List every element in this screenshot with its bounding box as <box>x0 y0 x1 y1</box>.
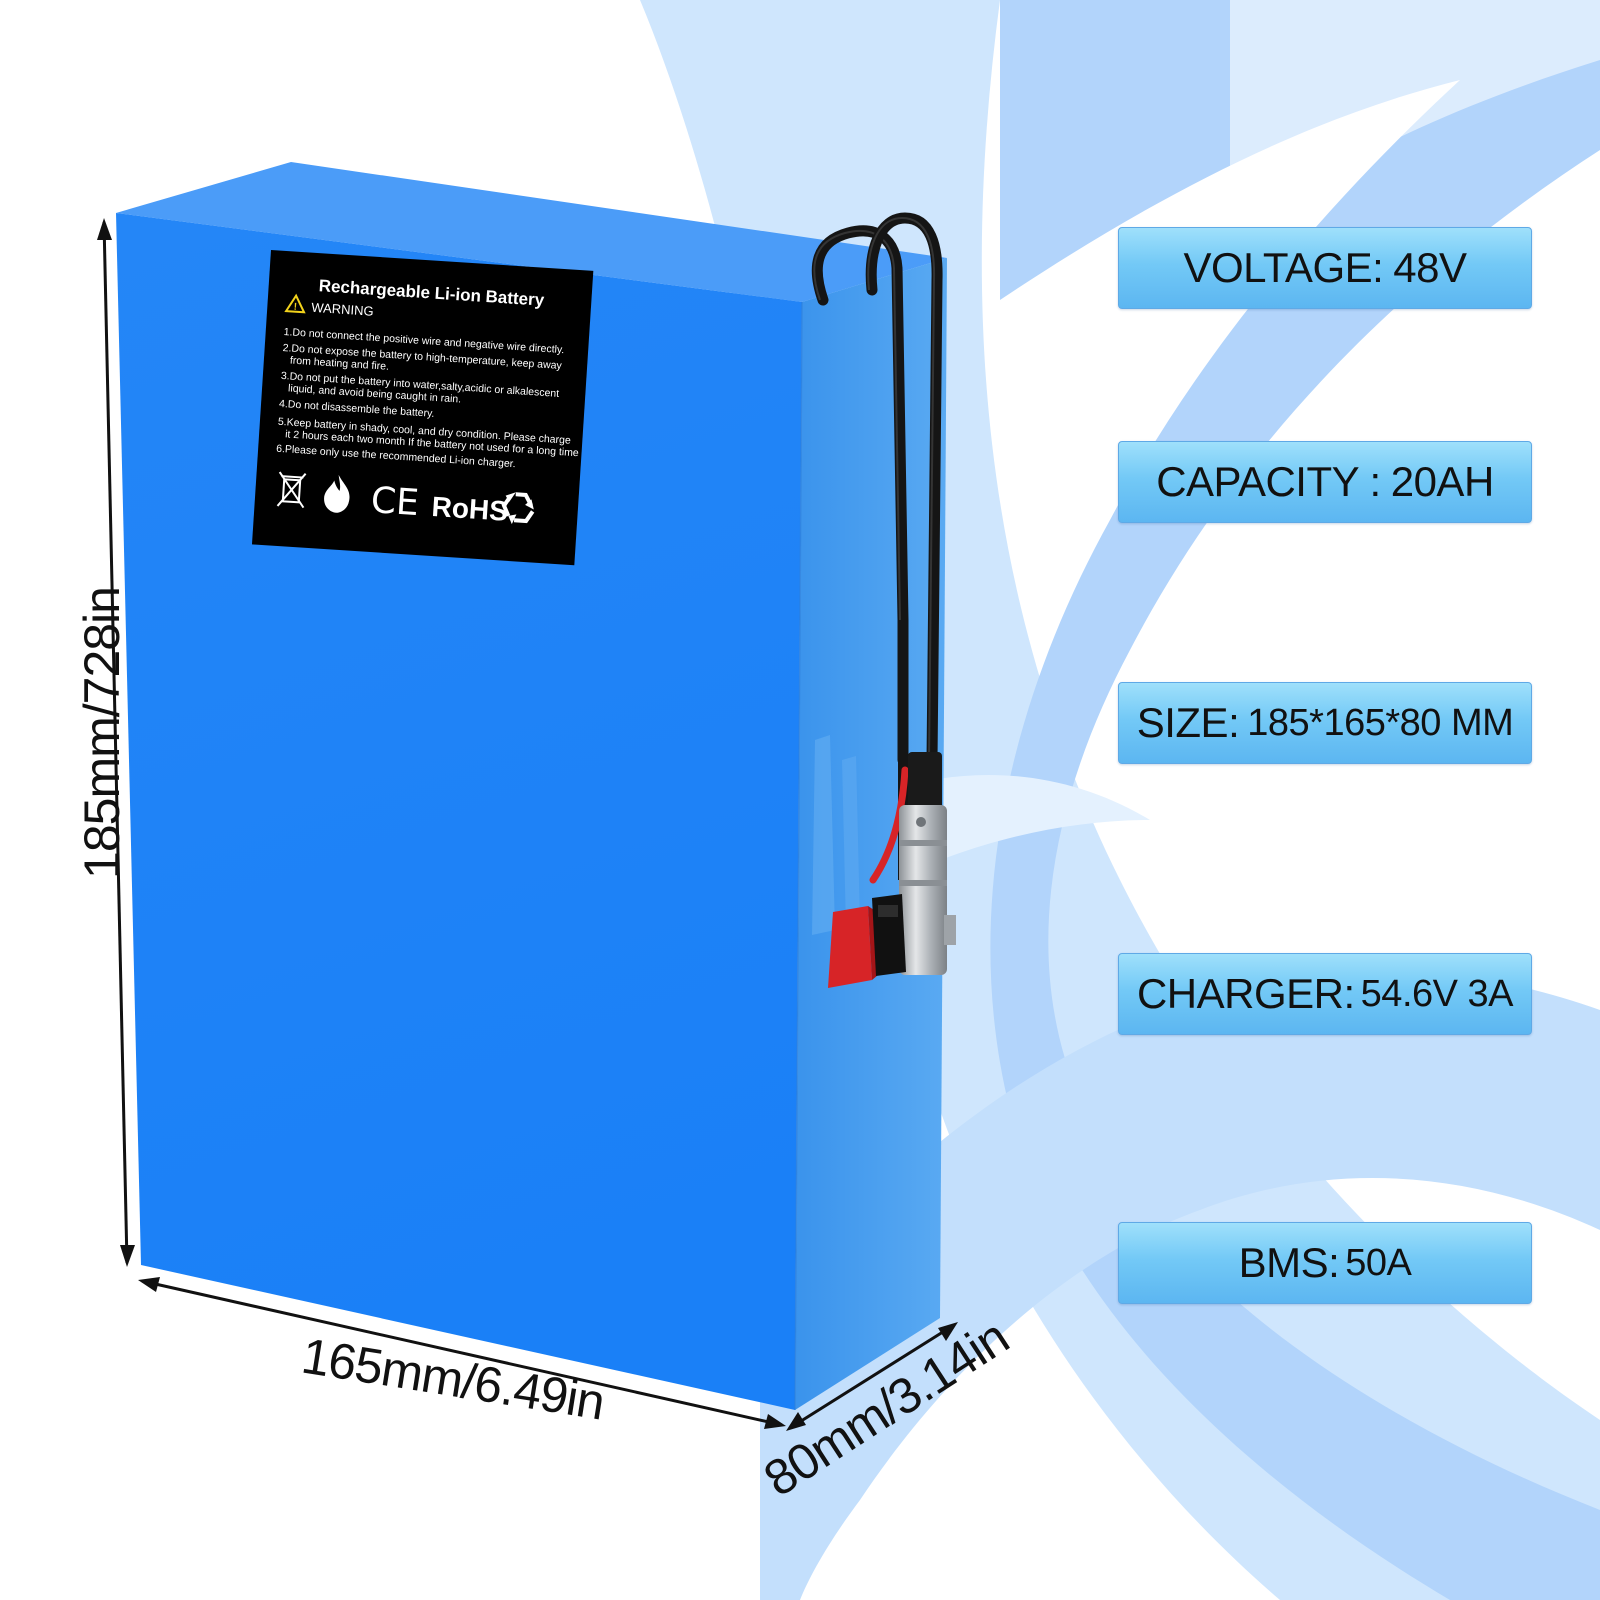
rohs-mark-icon: RoHS <box>431 491 509 527</box>
connector-boot <box>908 752 942 810</box>
battery-side-face <box>795 258 947 1410</box>
spec-voltage-label: VOLTAGE: <box>1183 244 1384 291</box>
battery-top-face <box>116 162 947 302</box>
weee-bin-icon <box>276 471 307 509</box>
height-arrow <box>102 221 129 1264</box>
spec-size-box: SIZE: 185*165*80 MM <box>1118 682 1532 764</box>
flame-icon <box>324 474 350 513</box>
warning-label: Rechargeable Li-ion Battery ! WARNING 1.… <box>251 250 594 566</box>
spec-bms-label: BMS: <box>1238 1239 1340 1286</box>
width-arrow <box>141 1279 783 1427</box>
spec-charger-label: CHARGER: <box>1136 970 1355 1017</box>
spec-charger-value: 54.6V 3A <box>1360 972 1514 1015</box>
spec-voltage-box: VOLTAGE: 48V <box>1118 227 1532 309</box>
battery-leads <box>811 212 956 988</box>
dimension-arrows <box>97 218 958 1431</box>
red-connector <box>828 906 872 988</box>
spec-bms-value: 50A <box>1345 1241 1412 1284</box>
spec-bms-box: BMS: 50A <box>1118 1222 1532 1304</box>
warning-triangle-icon <box>284 293 306 314</box>
ce-mark-icon: CE <box>370 480 420 524</box>
height-dimension-label: 185mm/728in <box>74 587 130 879</box>
spec-capacity-label: CAPACITY : <box>1156 458 1381 505</box>
spec-size-value: 185*165*80 MM <box>1247 701 1514 744</box>
metal-connector <box>899 805 947 975</box>
depth-arrow <box>789 1323 955 1430</box>
spec-voltage-value: 48V <box>1393 244 1467 291</box>
spec-capacity-value: 20AH <box>1390 458 1495 505</box>
label-warning-heading: WARNING <box>311 300 374 319</box>
recycle-icon <box>501 492 535 525</box>
spec-size-label: SIZE: <box>1136 699 1240 746</box>
spec-capacity-box: CAPACITY : 20AH <box>1118 441 1532 523</box>
battery-box <box>116 162 947 1411</box>
svg-text:!: ! <box>293 302 297 313</box>
spec-charger-box: CHARGER: 54.6V 3A <box>1118 953 1532 1035</box>
